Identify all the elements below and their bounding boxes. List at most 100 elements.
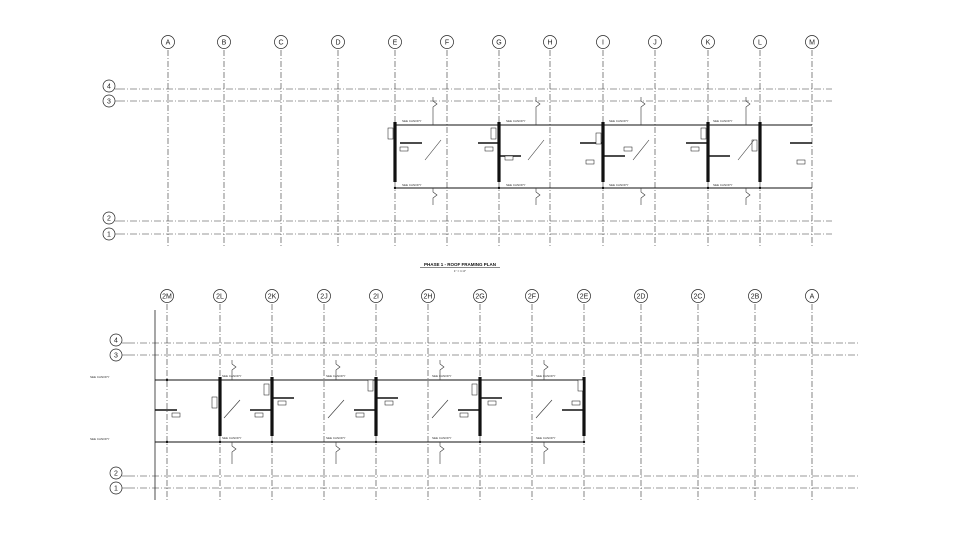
- column-label: B: [222, 39, 227, 46]
- member-tag: [399, 146, 409, 152]
- column-bubble: [492, 35, 506, 49]
- member-tag: [751, 139, 758, 152]
- beam-node: [374, 440, 378, 444]
- column-label: L: [758, 39, 762, 46]
- steel-column: [218, 377, 222, 436]
- column-bubble: [701, 35, 715, 49]
- see-canopy-note: SEE CANOPY: [222, 436, 242, 440]
- steel-column: [393, 122, 397, 182]
- row-bubble: [102, 94, 116, 108]
- row-bubble: [102, 227, 116, 241]
- member-tag: [171, 412, 181, 418]
- column-bubble: [648, 35, 662, 49]
- see-canopy-note: SEE CANOPY: [713, 183, 733, 187]
- steel-column: [582, 377, 586, 436]
- column-bubble: [217, 35, 231, 49]
- member-tag: [484, 146, 494, 152]
- column-bubble: [805, 35, 819, 49]
- member-tag: [387, 127, 394, 140]
- column-label: D: [335, 39, 340, 46]
- canopy-outline: [335, 360, 341, 380]
- column-label: 2K: [268, 293, 277, 300]
- canopy-outline: [439, 442, 445, 464]
- canopy-outline: [543, 442, 549, 464]
- column-bubble: [388, 35, 402, 49]
- member-tag: [796, 159, 806, 165]
- break-line: [424, 139, 442, 161]
- see-canopy-note: SEE CANOPY: [506, 119, 526, 123]
- row-bubble: [102, 211, 116, 225]
- column-bubble: [525, 289, 539, 303]
- row-bubble: [109, 348, 123, 362]
- member-tag: [384, 400, 394, 406]
- row-label: 1: [114, 485, 118, 492]
- plan-scale: 1" = 1'-0": [454, 269, 466, 273]
- see-canopy-note: SEE CANOPY: [326, 436, 346, 440]
- column-bubble: [213, 289, 227, 303]
- steel-column: [270, 377, 274, 436]
- beam-node: [601, 186, 605, 190]
- beam-node: [478, 378, 482, 382]
- see-canopy-note: SEE CANOPY: [506, 183, 526, 187]
- member-tag: [211, 396, 218, 409]
- member-tag: [690, 146, 700, 152]
- break-line: [535, 399, 553, 419]
- column-bubble: [274, 35, 288, 49]
- column-bubble: [753, 35, 767, 49]
- break-line: [223, 399, 241, 419]
- column-bubble: [331, 35, 345, 49]
- member-tag: [490, 127, 497, 140]
- see-canopy-note: SEE CANOPY: [402, 183, 422, 187]
- see-canopy-note: SEE CANOPY: [536, 436, 556, 440]
- beam-node: [218, 440, 222, 444]
- column-label: 2F: [528, 293, 536, 300]
- column-bubble: [160, 289, 174, 303]
- beam-node: [478, 440, 482, 444]
- see-canopy-note: SEE CANOPY: [713, 119, 733, 123]
- column-bubble: [805, 289, 819, 303]
- member-tag: [577, 379, 584, 392]
- see-canopy-note: SEE CANOPY: [222, 374, 242, 378]
- member-tag: [471, 383, 478, 396]
- column-label: 2I: [373, 293, 379, 300]
- row-label: 1: [107, 231, 111, 238]
- column-bubble: [691, 289, 705, 303]
- member-tag: [595, 132, 602, 145]
- row-bubble: [109, 466, 123, 480]
- column-label: H: [547, 39, 552, 46]
- member-tag: [459, 412, 469, 418]
- beam-node: [218, 378, 222, 382]
- steel-column: [374, 377, 378, 436]
- beam-node: [270, 440, 274, 444]
- column-label: 2D: [637, 293, 646, 300]
- column-label: 2G: [475, 293, 484, 300]
- member-tag: [277, 400, 287, 406]
- break-line: [527, 139, 545, 161]
- canopy-outline: [535, 188, 541, 205]
- canopy-outline: [439, 360, 445, 380]
- see-canopy-note: SEE CANOPY: [609, 183, 629, 187]
- see-canopy-note: SEE CANOPY: [432, 436, 452, 440]
- beam-node: [758, 186, 762, 190]
- member-tag: [623, 146, 633, 152]
- column-bubble: [265, 289, 279, 303]
- see-canopy-note: SEE CANOPY: [90, 437, 110, 441]
- plan-title: PHASE 1 - ROOF FRAMING PLAN: [424, 262, 496, 267]
- canopy-outline: [640, 97, 646, 125]
- see-canopy-note: SEE CANOPY: [402, 119, 422, 123]
- steel-column: [601, 122, 605, 182]
- member-tag: [367, 379, 374, 392]
- break-line: [737, 139, 755, 161]
- column-label: 2L: [216, 293, 224, 300]
- see-canopy-note: SEE CANOPY: [326, 374, 346, 378]
- column-label: I: [602, 39, 604, 46]
- column-bubble: [440, 35, 454, 49]
- column-label: G: [496, 39, 501, 46]
- canopy-outline: [543, 360, 549, 380]
- beam-node: [706, 186, 710, 190]
- beam-node: [497, 186, 501, 190]
- member-tag: [355, 412, 365, 418]
